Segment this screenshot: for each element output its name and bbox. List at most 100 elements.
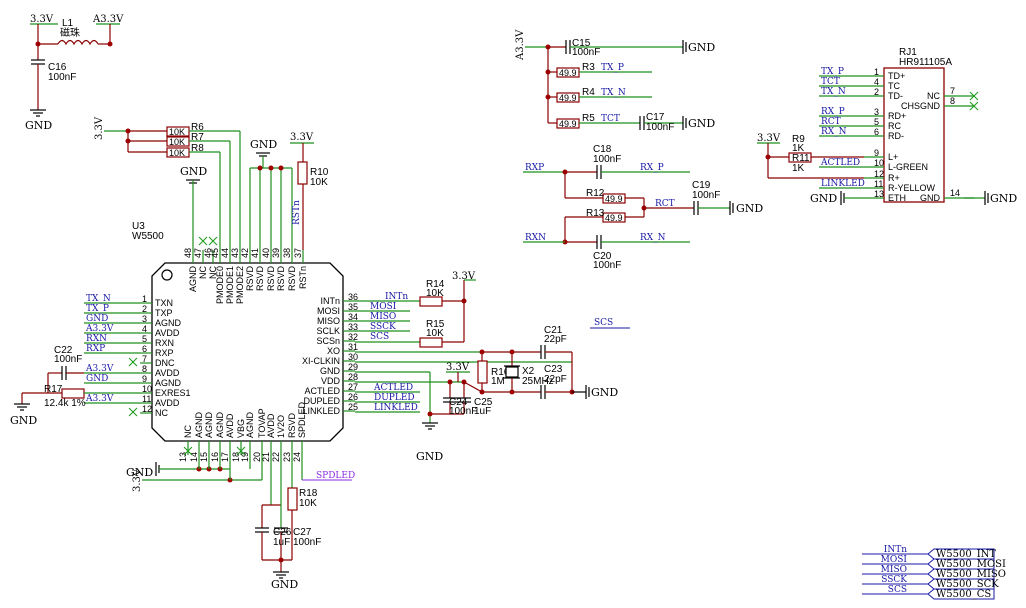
port-net-label: MOSI	[881, 555, 908, 565]
u3-ref: U3	[132, 221, 145, 232]
rj1-pin-name: RD+	[888, 111, 906, 121]
u3-part: W5500	[132, 231, 164, 242]
c20-ref: C20	[593, 251, 612, 262]
net-rct: RCT	[655, 199, 675, 209]
port-net-label: INTn	[884, 545, 907, 555]
rj1-pin-number: 13	[874, 189, 884, 199]
u3-pin-name: RSVD	[245, 266, 255, 292]
u3-pin-number: 39	[271, 248, 281, 258]
u3-pin-number: 4	[142, 324, 147, 334]
rj1-pin-number: 6	[874, 127, 879, 137]
u3-pin-name: AVDD	[155, 398, 180, 408]
u3-pin-name: VDD	[321, 376, 341, 386]
u3-pin-name: AVDD	[266, 413, 276, 438]
u3-pin-number: 18	[231, 452, 241, 462]
net-rxn: RXN	[86, 334, 107, 344]
r9-ref: R9	[792, 134, 805, 145]
c17-value: 100nF	[646, 122, 674, 133]
c27-ref: C27	[293, 527, 312, 538]
gnd-label: GND	[688, 41, 715, 54]
u3-pin-name: SPDLED	[297, 401, 307, 438]
u3-pin-name: AGND	[155, 378, 182, 388]
u3-pin-name: TXN	[155, 298, 173, 308]
u3-pin-number: 38	[282, 248, 292, 258]
net-rxn: RXN	[525, 233, 546, 243]
port-net-label: SSCK	[881, 575, 907, 585]
r8-value: 10K	[169, 148, 185, 158]
spi-nets: 3.3V R14 10K R15 10K INTn MOSI MISO SSCK…	[355, 271, 476, 348]
c25-ref: C25	[474, 397, 493, 408]
c26-value: 1uF	[273, 537, 290, 548]
u3-pin-number: 1	[142, 294, 147, 304]
u3-pin-number: 33	[348, 322, 358, 332]
net-tx-p: TX_P	[821, 67, 844, 77]
u3-pin-number: 19	[240, 452, 250, 462]
net-tx-n: TX_N	[601, 88, 626, 98]
gnd-label: GND	[591, 386, 618, 399]
power-label-a33v: A3.3V	[515, 29, 526, 61]
rj1-pin-name: L-GREEN	[888, 162, 928, 172]
rj1-pin-number: 10	[874, 158, 884, 168]
net-a33: A3.3V	[85, 394, 114, 404]
u3-pin-name: PMODE2	[235, 266, 245, 304]
pmode-pullups: 3.3V 10K 10K 10K R6 R7 R8	[94, 116, 241, 250]
vdd-decoupling: 3.3V C24 100nF C25 1uF GND	[355, 362, 493, 463]
r9-value: 1K	[792, 143, 805, 154]
port-net-label: SCS	[888, 585, 907, 595]
port-flag	[927, 568, 995, 580]
u3-pin-number: 13	[178, 452, 188, 462]
c23-ref: C23	[544, 364, 563, 375]
r4-ref: R4	[582, 87, 595, 98]
u3-pin-number: 35	[348, 302, 358, 312]
r6-ref: R6	[191, 122, 204, 133]
u3-pin-number: 23	[282, 452, 292, 462]
r6-value: 10K	[169, 127, 185, 137]
c24-value: 100nF	[449, 406, 477, 417]
rj1-pin-number: 4	[874, 77, 879, 87]
c26-ref: C26	[273, 527, 292, 538]
c21-ref: C21	[544, 325, 563, 336]
net-a33: A3.3V	[85, 324, 114, 334]
rj1-pin-name: TD+	[888, 71, 905, 81]
u3-pin-name: AGND	[215, 411, 225, 438]
rj1-pin-name: L+	[888, 152, 898, 162]
net-scs: SCS	[594, 318, 613, 328]
net-intn: INTn	[385, 292, 408, 302]
net-rx-n: RX_N	[640, 233, 666, 243]
top-gnd-rsvd: GND	[249, 138, 293, 250]
rj1-ref: RJ1	[899, 47, 917, 58]
u3-pin-number: 37	[293, 248, 303, 258]
u3-pin-name: NC	[155, 408, 168, 418]
port-flag-label: W5500_MOSI	[936, 559, 1006, 570]
rj1-pin-name: TC	[888, 81, 900, 91]
c19-ref: C19	[692, 180, 711, 191]
u3-pin-number: 5	[142, 334, 147, 344]
rj1-pin-number: 3	[874, 107, 879, 117]
net-tct: TCT	[601, 114, 620, 124]
gnd-label: GND	[990, 192, 1017, 205]
r17-ref: R17	[44, 384, 63, 395]
power-label-a33v: A3.3V	[92, 14, 124, 25]
port-flag	[927, 588, 995, 600]
c19-value: 100nF	[692, 190, 720, 201]
r12-value: 49.9	[605, 194, 623, 204]
crystal-section: SCS C21 22pF R16 1M X2 25MHz C23 22pF GN…	[355, 318, 630, 399]
u3-pin-name: AVDD	[155, 368, 180, 378]
l1-ref: L1	[62, 18, 74, 29]
r3-value: 49.9	[559, 68, 577, 78]
net-ssck: SSCK	[370, 322, 396, 332]
u3-pin-number: 8	[142, 364, 147, 374]
u3-pin-name: SCLK	[316, 326, 340, 336]
net-linkled: LINKLED	[821, 179, 865, 189]
ground-icon	[273, 571, 289, 579]
c21-value: 22pF	[544, 334, 567, 345]
u3-pin-name: RSTn	[298, 266, 308, 289]
u3-pin-name: AVDD	[155, 328, 180, 338]
port-net-label: MISO	[881, 565, 907, 575]
power-label-3v3: 3.3V	[132, 468, 143, 492]
u3-pin-number: 11	[142, 394, 151, 404]
c15-ref: C15	[572, 38, 591, 49]
net-rx-p: RX_P	[821, 107, 845, 117]
